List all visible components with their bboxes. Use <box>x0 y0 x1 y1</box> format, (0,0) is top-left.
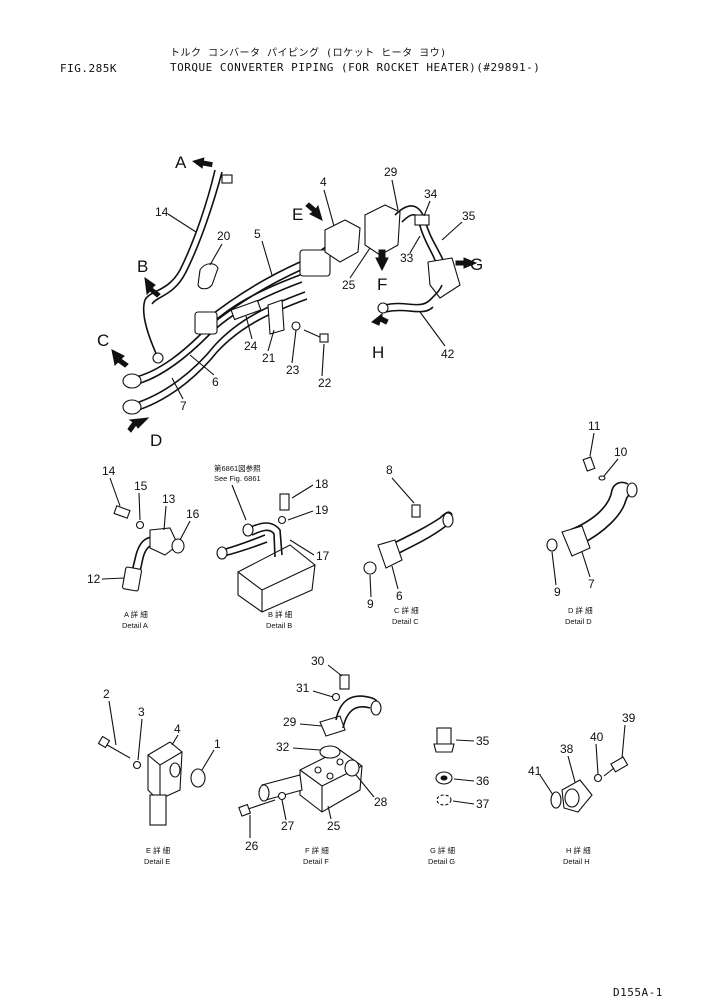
detail-d-caption-en: Detail D <box>565 617 592 626</box>
detail-e-callout-1: 1 <box>214 737 221 751</box>
callout-34: 34 <box>424 187 438 201</box>
detail-d: 11 10 9 7 D 詳 細 Detail D <box>546 419 638 626</box>
detail-f-callout-29: 29 <box>283 715 297 729</box>
detail-b-ref-jp: 第6861図参照 <box>214 463 261 473</box>
view-letter-c: C <box>97 331 109 350</box>
detail-b-ref-en: See Fig. 6861 <box>214 474 261 483</box>
title-english: TORQUE CONVERTER PIPING (FOR ROCKET HEAT… <box>170 61 541 74</box>
detail-h-callout-40: 40 <box>590 730 604 744</box>
main-callouts: 4 5 6 7 14 20 21 22 23 24 25 29 33 <box>155 165 476 413</box>
view-letter-a: A <box>175 153 187 172</box>
callout-4: 4 <box>320 175 327 189</box>
callout-42: 42 <box>441 347 455 361</box>
detail-g-callout-37: 37 <box>476 797 490 811</box>
detail-a-caption-en: Detail A <box>122 621 148 630</box>
detail-e-caption-jp: E 詳 細 <box>146 845 170 855</box>
view-letter-h: H <box>372 343 384 362</box>
detail-f-callout-31: 31 <box>296 681 310 695</box>
detail-a-caption-jp: A 詳 細 <box>124 609 148 619</box>
detail-h: 39 40 38 41 H 詳 細 Detail H <box>528 711 636 866</box>
detail-d-callout-7: 7 <box>588 577 595 591</box>
detail-c-callout-8: 8 <box>386 463 393 477</box>
callout-33: 33 <box>400 251 414 265</box>
detail-g-caption-jp: G 詳 細 <box>430 845 455 855</box>
main-assembly <box>122 169 461 415</box>
detail-e-caption-en: Detail E <box>144 857 170 866</box>
callout-21: 21 <box>262 351 276 365</box>
detail-f-callout-27: 27 <box>281 819 295 833</box>
detail-f-caption-jp: F 詳 細 <box>305 845 329 855</box>
detail-h-callout-41: 41 <box>528 764 542 778</box>
detail-e-callout-4: 4 <box>174 722 181 736</box>
view-letter-g: G <box>470 255 483 274</box>
detail-b-callout-19: 19 <box>315 503 329 517</box>
callout-5: 5 <box>254 227 261 241</box>
detail-d-caption-jp: D 詳 細 <box>568 605 593 615</box>
detail-f-callout-28: 28 <box>374 795 388 809</box>
detail-g-caption-en: Detail G <box>428 857 455 866</box>
detail-f-callout-25: 25 <box>327 819 341 833</box>
view-letter-f: F <box>377 275 387 294</box>
detail-f: 30 31 29 32 28 27 25 26 F 詳 細 Detail F <box>238 654 388 866</box>
detail-c-callout-9: 9 <box>367 597 374 611</box>
detail-b-callout-18: 18 <box>315 477 329 491</box>
detail-a-callout-16: 16 <box>186 507 200 521</box>
detail-e-callout-2: 2 <box>103 687 110 701</box>
detail-c-callout-6: 6 <box>396 589 403 603</box>
callout-22: 22 <box>318 376 332 390</box>
detail-a-callout-12: 12 <box>87 572 101 586</box>
view-letters: A B C D E F G H <box>97 153 483 450</box>
detail-h-callout-39: 39 <box>622 711 636 725</box>
detail-a: 14 15 13 16 12 A 詳 細 Detail A <box>87 464 200 630</box>
detail-e: 2 3 4 1 E 詳 細 Detail E <box>97 687 221 866</box>
detail-b-callout-17: 17 <box>316 549 330 563</box>
callout-25: 25 <box>342 278 356 292</box>
view-arrows <box>111 157 478 433</box>
callout-24: 24 <box>244 339 258 353</box>
detail-b-caption-en: Detail B <box>266 621 292 630</box>
figure-number: FIG.285K <box>60 62 117 75</box>
detail-e-callout-3: 3 <box>138 705 145 719</box>
detail-h-caption-en: Detail H <box>563 857 590 866</box>
detail-d-callout-11: 11 <box>588 419 601 433</box>
detail-b-caption-jp: B 詳 細 <box>268 609 292 619</box>
callout-23: 23 <box>286 363 300 377</box>
detail-h-caption-jp: H 詳 細 <box>566 845 591 855</box>
detail-c: 8 9 6 C 詳 細 Detail C <box>363 463 454 626</box>
detail-g: 35 36 37 G 詳 細 Detail G <box>428 727 490 866</box>
view-letter-e: E <box>292 205 303 224</box>
callout-20: 20 <box>217 229 231 243</box>
detail-h-callout-38: 38 <box>560 742 574 756</box>
view-letter-d: D <box>150 431 162 450</box>
detail-a-callout-13: 13 <box>162 492 176 506</box>
detail-f-callout-30: 30 <box>311 654 325 668</box>
detail-a-callout-15: 15 <box>134 479 148 493</box>
detail-d-callout-10: 10 <box>614 445 628 459</box>
detail-g-callout-36: 36 <box>476 774 490 788</box>
callout-14: 14 <box>155 205 169 219</box>
detail-c-caption-en: Detail C <box>392 617 419 626</box>
detail-b: 第6861図参照 See Fig. 6861 18 19 17 B 詳 細 De… <box>214 463 330 630</box>
detail-f-caption-en: Detail F <box>303 857 329 866</box>
view-letter-b: B <box>137 257 148 276</box>
detail-g-callout-35: 35 <box>476 734 490 748</box>
detail-a-callout-14: 14 <box>102 464 116 478</box>
detail-d-callout-9: 9 <box>554 585 561 599</box>
callout-7: 7 <box>180 399 187 413</box>
detail-f-callout-26: 26 <box>245 839 259 853</box>
detail-f-callout-32: 32 <box>276 740 290 754</box>
callout-6: 6 <box>212 375 219 389</box>
detail-c-caption-jp: C 詳 細 <box>394 605 419 615</box>
title-japanese: トルク コンバータ パイピング (ロケット ヒータ ヨウ) <box>170 48 447 59</box>
callout-29: 29 <box>384 165 398 179</box>
callout-35: 35 <box>462 209 476 223</box>
page-code: D155A-1 <box>613 986 663 999</box>
